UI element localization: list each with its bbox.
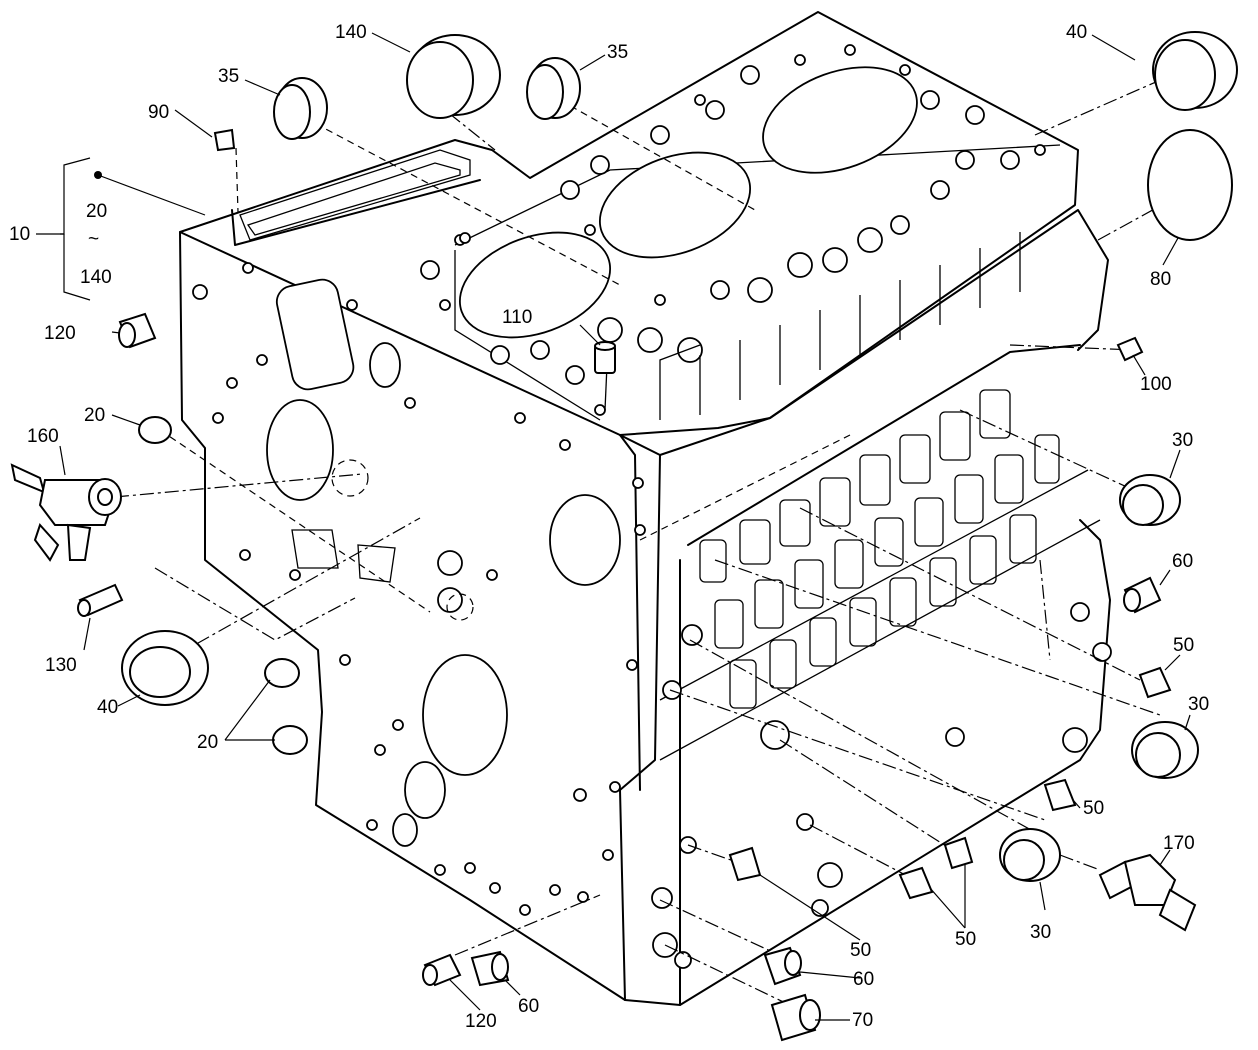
label-20-top: 20	[84, 405, 105, 426]
plug-35-left	[273, 77, 328, 140]
label-160: 160	[27, 426, 59, 447]
label-10: 10	[9, 224, 30, 245]
deck-holes	[420, 44, 1046, 416]
cylinder-block	[179, 11, 1112, 1006]
screw-50-a	[1138, 666, 1172, 699]
label-10-range-tilde: ~	[88, 229, 99, 250]
label-35-left: 35	[218, 66, 239, 87]
label-70: 70	[852, 1010, 873, 1031]
label-30-middle: 30	[1188, 694, 1209, 715]
label-110: 110	[502, 307, 532, 328]
label-40-left: 40	[97, 697, 118, 718]
plug-140	[406, 34, 501, 119]
label-35-right: 35	[607, 42, 628, 63]
plug-20-top	[138, 416, 172, 444]
plug-60-bottom-left	[470, 950, 510, 987]
label-50-c: 50	[850, 940, 871, 961]
loose-parts	[10, 31, 1238, 1042]
label-170: 170	[1163, 833, 1195, 854]
drain-cock-160	[10, 463, 122, 562]
label-90: 90	[148, 102, 169, 123]
plug-40-top	[1152, 31, 1238, 111]
screw-50-e	[898, 866, 934, 900]
screw-50-b	[1043, 778, 1077, 812]
label-80: 80	[1150, 269, 1171, 290]
pin-130	[77, 583, 124, 617]
label-10-range-end: 140	[80, 267, 112, 288]
front-face-holes	[192, 262, 646, 916]
label-100: 100	[1140, 374, 1172, 395]
part-number-labels: 10 20 ~ 140 20 20 30 30 30 35 35 40 40 5…	[9, 22, 1209, 1032]
plug-70	[770, 993, 821, 1042]
screw-50-c	[728, 846, 762, 882]
dowel-110	[594, 341, 616, 374]
label-130: 130	[45, 655, 77, 676]
label-30-upper: 30	[1172, 430, 1193, 451]
label-40-top: 40	[1066, 22, 1087, 43]
plug-30-upper	[1119, 474, 1181, 526]
plug-40-left	[121, 630, 209, 706]
plug-20-low	[272, 725, 308, 755]
label-120-top: 120	[44, 323, 76, 344]
dowel-120-bottom	[422, 953, 462, 987]
plug-80	[1147, 129, 1233, 241]
label-60-left: 60	[518, 996, 539, 1017]
label-50-a: 50	[1173, 635, 1194, 656]
label-120-bottom: 120	[465, 1011, 497, 1032]
label-60-bottom: 60	[853, 969, 874, 990]
label-30-lower: 30	[1030, 922, 1051, 943]
label-50-d: 50	[955, 929, 976, 950]
main-bearing-bosses	[651, 602, 1112, 969]
dowel-120-top	[118, 312, 157, 349]
leader-lines	[36, 32, 1191, 1021]
assembly-lines	[114, 77, 1181, 1011]
plug-30-lower	[999, 828, 1061, 882]
oil-pressure-switch-170	[1098, 853, 1197, 932]
label-20-bottom: 20	[197, 732, 218, 753]
label-60-right: 60	[1172, 551, 1193, 572]
plug-30-middle	[1131, 721, 1199, 779]
plug-60-bottom-mid	[763, 946, 802, 986]
plug-60-right	[1123, 576, 1162, 614]
label-50-b: 50	[1083, 798, 1104, 819]
side-ribs	[659, 232, 1060, 709]
dowel-90	[213, 128, 236, 152]
screw-50-d	[943, 836, 974, 870]
plug-20-mid	[264, 658, 300, 688]
label-140: 140	[335, 22, 367, 43]
plug-35-right	[526, 57, 581, 120]
label-10-range-start: 20	[86, 201, 107, 222]
dowel-100	[1116, 336, 1144, 362]
